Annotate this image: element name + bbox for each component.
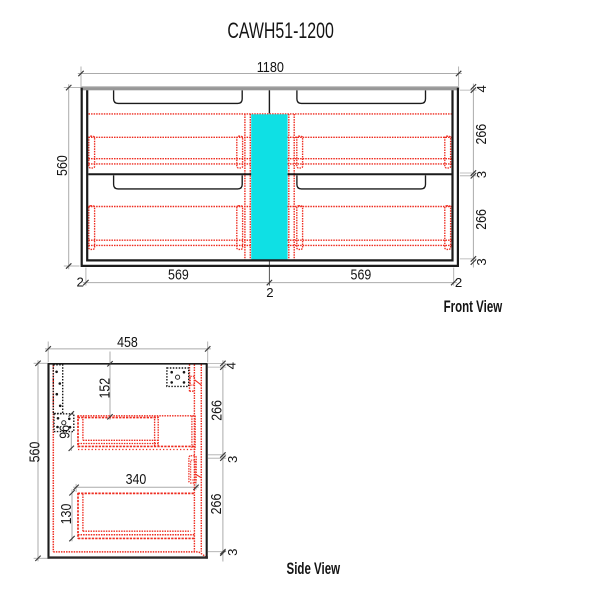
svg-text:266: 266 [210,400,226,421]
svg-text:569: 569 [351,268,372,284]
svg-text:458: 458 [117,335,138,351]
svg-text:3: 3 [474,171,489,178]
svg-text:266: 266 [474,124,490,145]
svg-text:152: 152 [97,378,113,399]
svg-text:3: 3 [474,258,489,265]
svg-text:266: 266 [474,209,490,230]
svg-text:340: 340 [126,472,147,488]
svg-text:560: 560 [55,155,71,176]
svg-text:Front View: Front View [444,298,503,316]
svg-text:3: 3 [225,456,240,463]
svg-text:3: 3 [225,549,240,556]
svg-text:4: 4 [474,85,489,92]
svg-text:1180: 1180 [257,60,284,76]
svg-text:96: 96 [58,425,74,439]
svg-text:266: 266 [209,494,225,515]
svg-text:560: 560 [27,442,43,463]
svg-text:2: 2 [455,275,462,290]
svg-text:4: 4 [223,362,238,369]
svg-text:CAWH51-1200: CAWH51-1200 [227,18,334,43]
svg-text:2: 2 [266,285,273,300]
svg-text:130: 130 [59,504,75,525]
svg-text:2: 2 [77,275,84,290]
svg-text:569: 569 [168,268,189,284]
svg-text:Side View: Side View [287,560,341,578]
